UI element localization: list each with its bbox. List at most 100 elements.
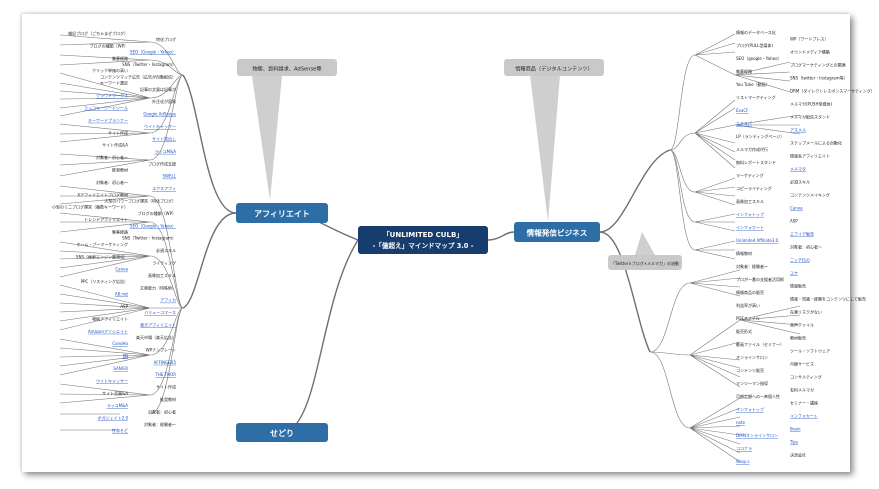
right-item-19: 情報系アフィリエイト xyxy=(790,153,830,159)
right-item-7: SNS（twitter・Instagram等） xyxy=(790,75,848,81)
left-item-10[interactable]: クラウドワークス xyxy=(96,92,128,98)
right-item-37[interactable]: ユヤ xyxy=(790,271,798,276)
left-item-55[interactable]: THE THOR xyxy=(154,372,176,377)
left-item-45[interactable]: バリューコマース xyxy=(144,310,176,315)
info-business-node-label: 情報発信ビジネス xyxy=(527,228,588,238)
right-item-22: マーケティング xyxy=(736,172,764,178)
affiliate-node-label: アフィリエイト xyxy=(254,210,310,219)
left-item-7: コンテンツマッチ広告（広告が自動配信） xyxy=(100,73,176,79)
left-item-8: キーワード選定 xyxy=(100,80,128,86)
left-item-17[interactable]: サイト見出し xyxy=(152,136,176,142)
left-item-60[interactable]: ラッコM&A xyxy=(107,402,129,408)
center-node xyxy=(358,226,488,254)
left-item-13[interactable]: Google AdSense xyxy=(143,112,176,117)
left-item-50[interactable]: ConoHa xyxy=(112,341,128,346)
left-item-33: SNS（Twitter・Instagram） xyxy=(122,236,176,241)
center-subtitle: -「億超え」マインドマップ 3.0 - xyxy=(373,241,474,250)
right-item-42: 利益率が高い xyxy=(736,302,760,308)
left-item-53[interactable]: AFFINGER5 xyxy=(154,360,177,365)
twitter-callout xyxy=(608,255,682,270)
right-item-66[interactable]: Shop.s xyxy=(736,459,749,464)
right-item-25: コンテンツメイキング xyxy=(790,192,830,198)
left-item-52[interactable]: JIN xyxy=(122,354,128,359)
left-item-3[interactable]: SEO（Google・Yahoo） xyxy=(130,50,176,55)
right-item-65: 決済会社 xyxy=(790,452,806,458)
left-item-47[interactable]: 楽天アフィリエイト xyxy=(140,322,176,328)
right-item-47: 教材販売 xyxy=(790,335,806,341)
right-item-21[interactable]: メルマタ xyxy=(790,166,806,172)
left-item-24: 対象者：初心者〜 xyxy=(96,179,128,185)
right-item-9: DRM（ダイレクトレスポンスマーケティング） xyxy=(790,88,875,94)
left-item-39: 画像加工スキル xyxy=(148,272,176,278)
left-item-54[interactable]: SANGO xyxy=(113,366,128,371)
left-item-23[interactable]: SWELL xyxy=(163,174,177,179)
left-item-34: ホーム・ブーマーケティング xyxy=(76,241,128,247)
right-item-26: 画像加工スキル xyxy=(736,198,764,204)
right-item-10: リストマーケティング xyxy=(736,94,776,100)
right-item-38: プロが一番の支援者活用術 xyxy=(736,276,784,282)
left-item-25[interactable]: エクスアフィ xyxy=(152,185,176,191)
right-item-0: 情報のデータベース化 xyxy=(736,29,776,35)
info-callout-cone xyxy=(530,75,560,222)
left-item-36: SNS（検索エンジン最適化） xyxy=(76,253,128,259)
left-item-5: SNS（Twitter・Instagram） xyxy=(122,62,176,67)
center-title: 「UNLIMITED CULB」 xyxy=(383,230,464,239)
left-item-57: サイト作成 xyxy=(156,384,176,390)
left-item-42[interactable]: A8.net xyxy=(115,292,129,297)
right-item-27[interactable]: Canva xyxy=(790,206,803,211)
left-item-1: 特化ブログ xyxy=(156,36,176,42)
left-item-49: 楽天市場（楽天広告） xyxy=(136,334,176,340)
left-item-11: 外注化が容易 xyxy=(152,98,176,104)
right-item-31[interactable]: エフイデ販売 xyxy=(790,231,814,237)
right-item-14[interactable]: エキスパ xyxy=(736,121,752,126)
left-item-15[interactable]: ウイトキャッサー xyxy=(144,123,176,129)
left-item-12[interactable]: ラッコキーワードツール xyxy=(84,104,128,110)
right-item-16: LP（ランディングページ） xyxy=(736,133,784,139)
left-branch-lines xyxy=(59,34,184,431)
left-item-38[interactable]: Canva xyxy=(115,267,128,272)
right-item-15[interactable]: アスメル xyxy=(790,128,806,133)
left-item-40: PPC（リスティング広告） xyxy=(81,278,128,284)
right-item-51: 月額サービス xyxy=(790,361,814,367)
left-item-14[interactable]: キーワードプランナー xyxy=(88,117,128,123)
right-item-4: SEO（google・Yahoo） xyxy=(736,56,782,61)
info-callout xyxy=(504,59,604,76)
left-item-43[interactable]: アフィカ xyxy=(160,298,176,303)
left-item-64[interactable]: 性なせど xyxy=(112,427,128,433)
right-item-35[interactable]: ニッチ伝の xyxy=(790,257,810,263)
right-item-6: 集客経路 xyxy=(736,68,752,74)
left-item-26: Xアフィリエイトブログ教材 xyxy=(77,191,128,197)
left-item-48[interactable]: Amazonアソシエイト xyxy=(88,329,128,334)
left-item-19[interactable]: ラッコM&A xyxy=(155,148,177,154)
right-item-1: WP（ワードプレス） xyxy=(790,36,828,42)
left-item-6: クリック単価の高い xyxy=(92,67,128,73)
right-item-39: 情報販売 xyxy=(790,283,806,289)
left-item-56[interactable]: ウイトキャッサー xyxy=(96,377,128,383)
info-callout-text: 情報商品（デジタルコンテンツ） xyxy=(515,65,593,73)
left-item-59: 推奨教材 xyxy=(160,396,176,402)
right-item-28[interactable]: インフォトップ xyxy=(736,211,764,217)
left-item-16: サイト作成 xyxy=(108,129,128,135)
left-item-58: サイト売買&A xyxy=(102,390,128,396)
right-item-61[interactable]: Brain xyxy=(790,427,801,432)
right-item-59[interactable]: インフォカート xyxy=(790,414,818,419)
right-item-3: オウンドメディア構築 xyxy=(790,49,830,55)
left-item-0: 雑記ブログ（ごちゃまぜブログ） xyxy=(68,30,128,36)
right-item-62[interactable]: DMMオンラインサロン xyxy=(736,432,778,438)
left-item-28: 小型のミニブログ運営（複数キーワード） xyxy=(52,204,128,210)
right-item-60[interactable]: note xyxy=(736,420,746,425)
left-item-62[interactable]: ボガジェイト2.0 xyxy=(98,415,129,421)
right-item-57: セミナー・講座 xyxy=(790,400,818,406)
right-item-32[interactable]: Unlimited Affiliate3.0 xyxy=(736,238,779,243)
left-item-61: 対象者：初心者 xyxy=(148,408,176,414)
right-item-58[interactable]: インフォトップ xyxy=(736,406,764,412)
left-item-31[interactable]: SEO（Google・Yahoo） xyxy=(130,223,176,228)
sedori-node-label: せどり xyxy=(270,428,294,438)
right-item-30[interactable]: インフォカート xyxy=(736,225,764,230)
right-item-64[interactable]: ココナラ xyxy=(736,445,752,451)
right-item-63[interactable]: Tips xyxy=(789,440,798,445)
right-item-12[interactable]: ExaCF xyxy=(736,108,749,113)
right-item-45: 音声ファイル xyxy=(790,322,814,328)
affiliate-callout xyxy=(237,59,337,76)
